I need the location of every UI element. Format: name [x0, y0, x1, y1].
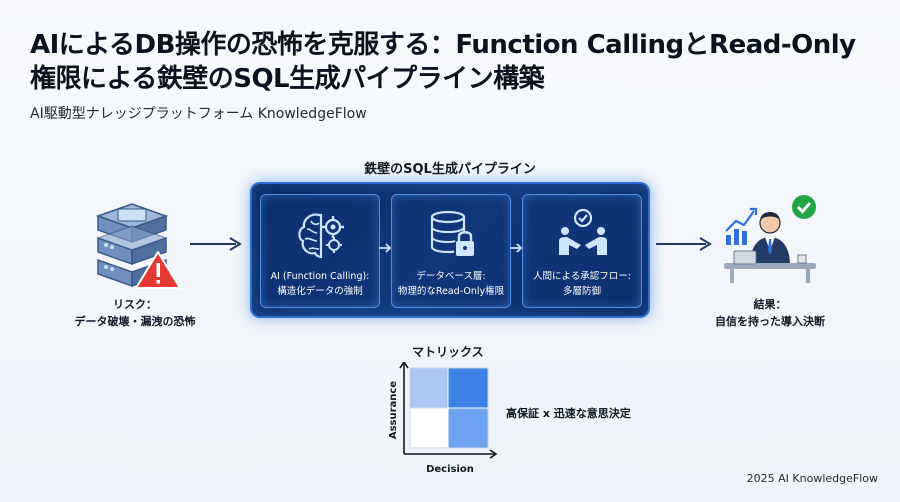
database-lock-icon	[430, 210, 474, 256]
sql-pipeline-panel: AI (Function Calling): 構造化データの強制 データベース層…	[250, 182, 650, 318]
server-warning-icon	[95, 203, 181, 289]
arrow-right-icon	[190, 237, 242, 251]
matrix-x-axis-label: Decision	[426, 464, 474, 475]
pipeline-stage-ai: AI (Function Calling): 構造化データの強制	[260, 194, 380, 308]
page-subtitle: AI駆動型ナレッジプラットフォーム KnowledgeFlow	[30, 106, 367, 122]
arrow-right-icon	[656, 237, 712, 251]
businessman-check-icon	[724, 195, 816, 283]
brain-gear-icon	[298, 213, 344, 259]
matrix-title: マトリックス	[412, 345, 484, 359]
pipeline-stage-human-approval: 人間による承認フロー: 多層防御	[522, 194, 642, 308]
assurance-decision-matrix: Assurance Decision	[388, 362, 498, 475]
page-title: AIによるDB操作の恐怖を克服する：Function CallingとRead-…	[30, 30, 856, 94]
pipeline-title: 鉄壁のSQL生成パイプライン	[364, 162, 536, 177]
result-label: 結果： 自信を持った導入決断	[715, 298, 825, 328]
footer-credit: 2025 AI KnowledgeFlow	[746, 472, 878, 485]
stage-arrow-icon	[379, 243, 392, 253]
matrix-y-axis-label: Assurance	[388, 381, 399, 439]
risk-label: リスク： データ破壊・漏洩の恐怖	[74, 298, 196, 328]
stage-arrow-icon	[510, 243, 523, 253]
handshake-check-icon	[559, 208, 607, 255]
matrix-caption: 高保証 x 迅速な意思決定	[506, 407, 631, 420]
pipeline-stage-database: データベース層: 物理的なRead-Only権限	[391, 194, 511, 308]
